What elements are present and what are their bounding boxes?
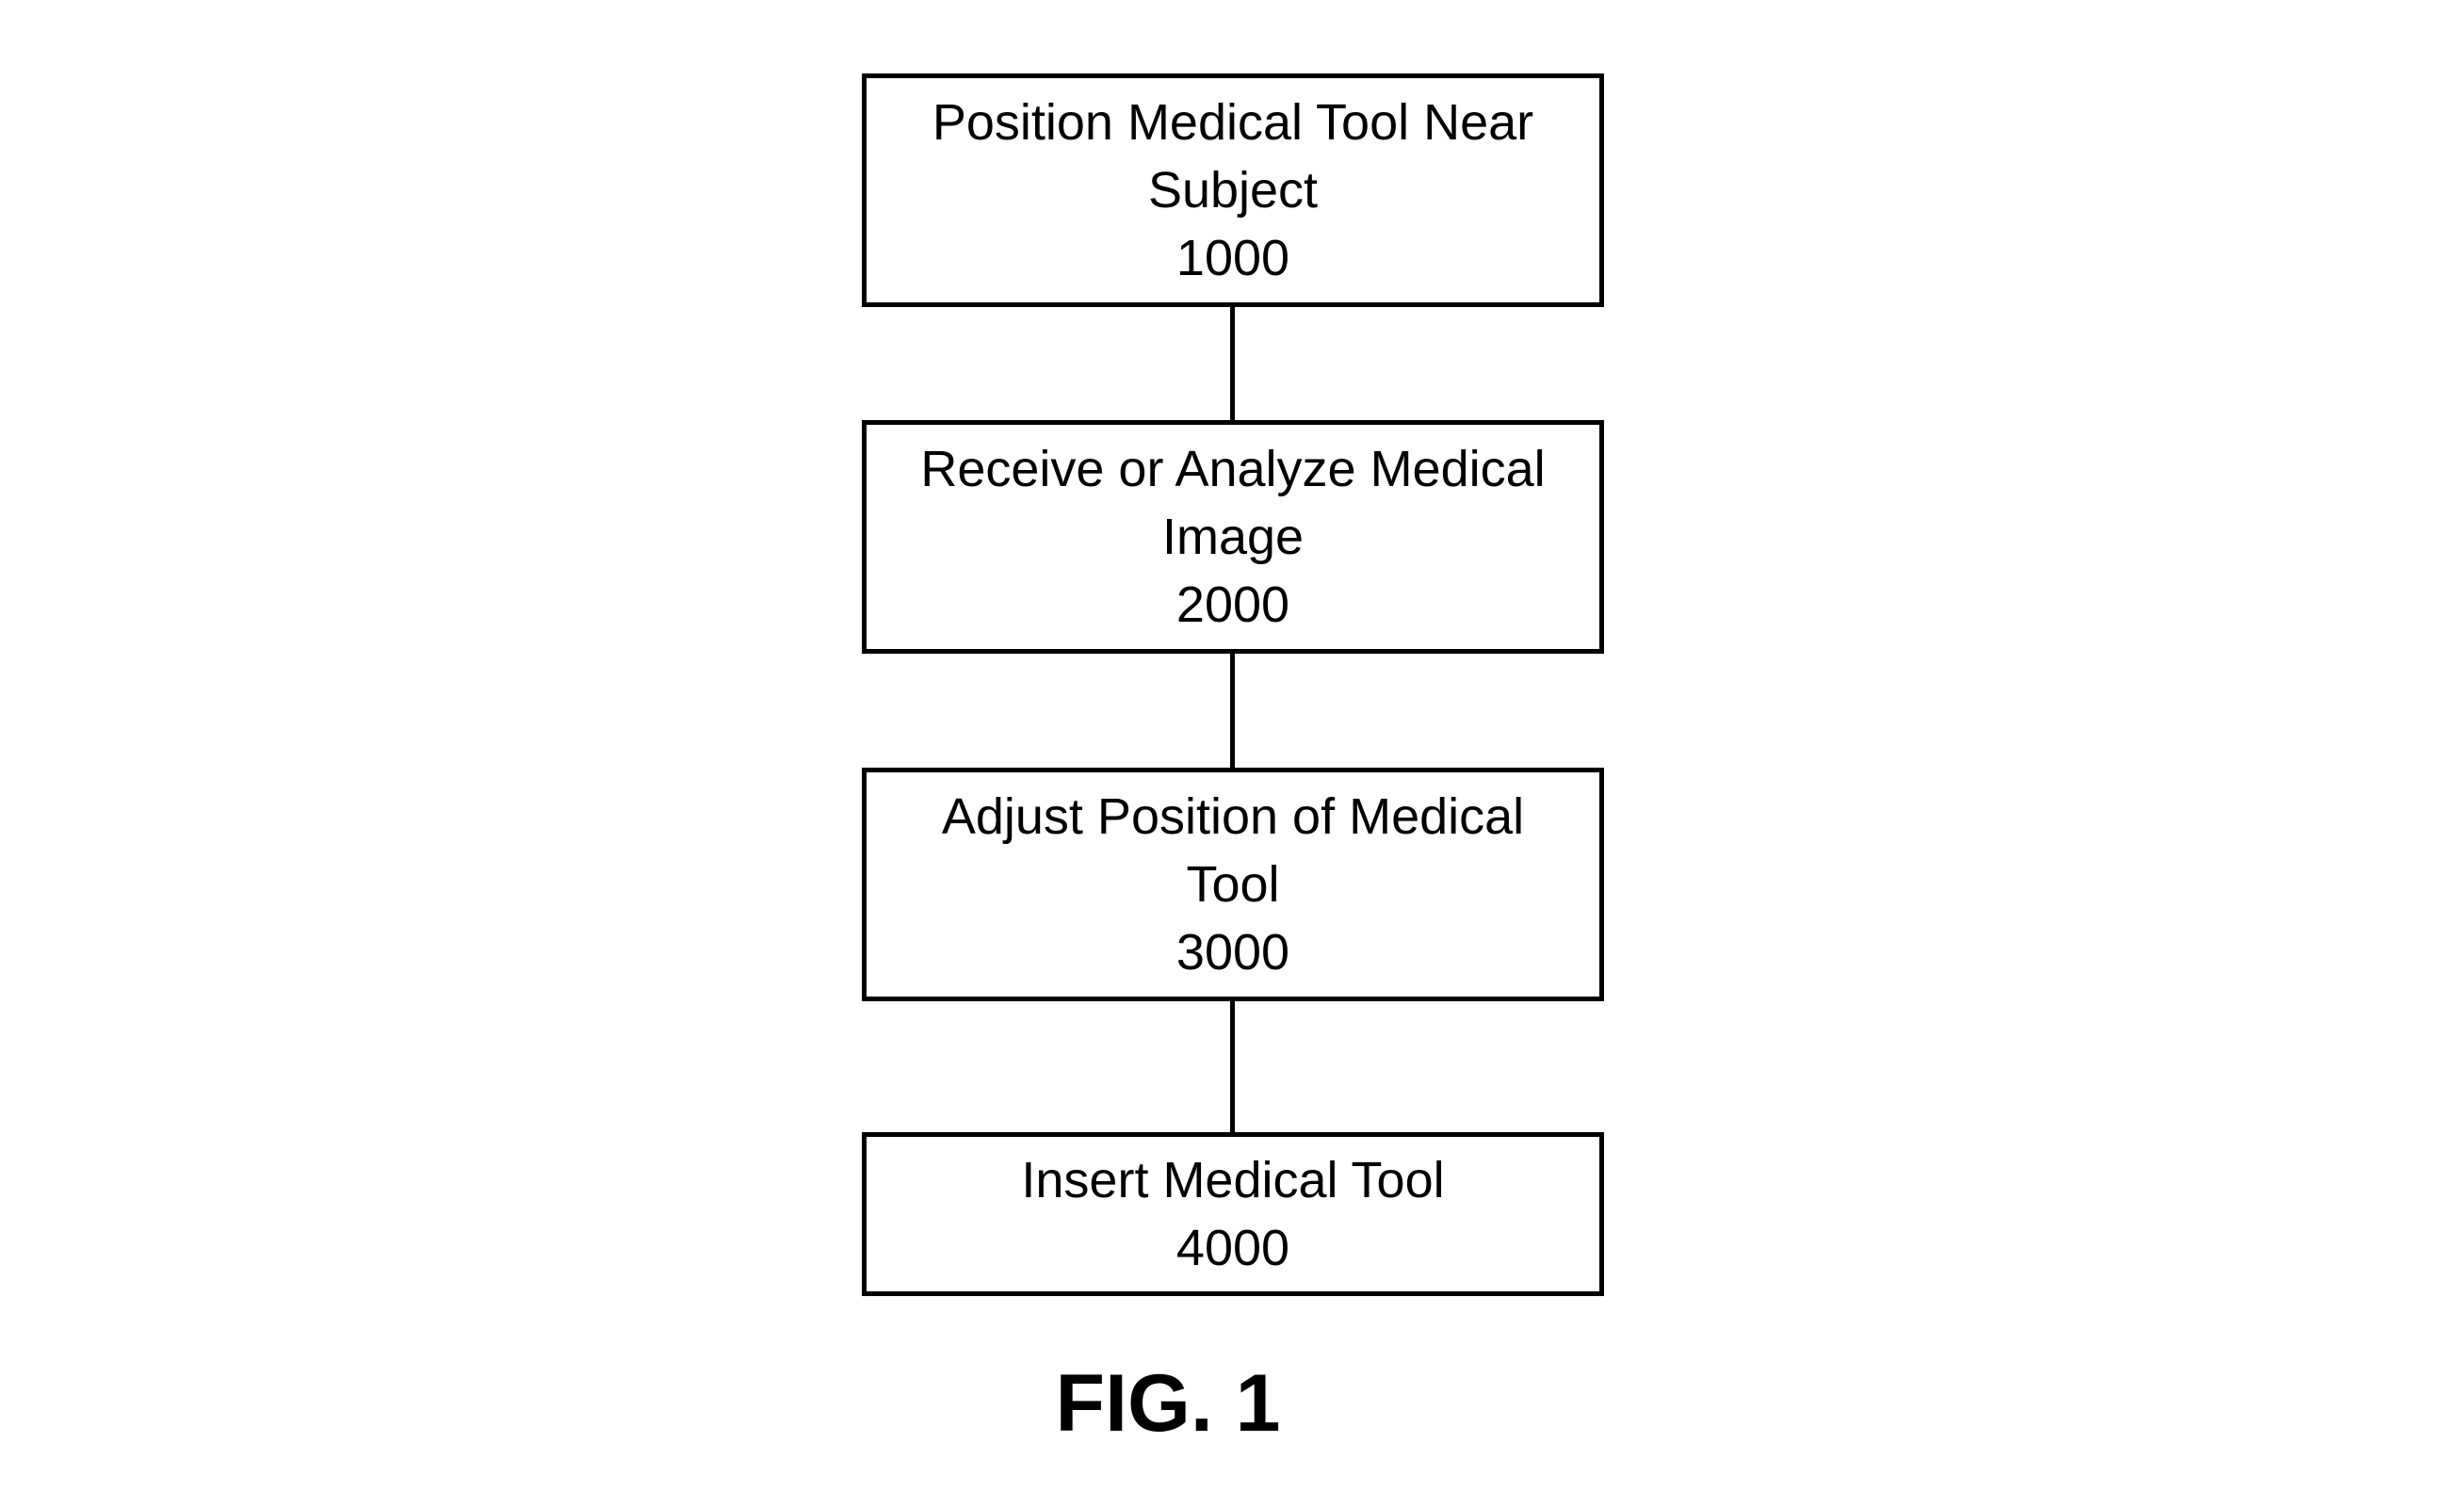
step-label: Adjust Position of Medical Tool: [941, 788, 1525, 913]
flowchart-step-analyze-image: Receive or Analyze Medical Image 2000: [862, 420, 1604, 654]
flowchart-step-insert-tool: Insert Medical Tool 4000: [862, 1132, 1604, 1296]
step-reference-number: 4000: [1175, 1220, 1290, 1276]
flowchart-step-adjust-position: Adjust Position of Medical Tool 3000: [862, 768, 1604, 1001]
figure-caption: FIG. 1: [1055, 1358, 1281, 1449]
flowchart-step-position-tool: Position Medical Tool Near Subject 1000: [862, 73, 1604, 307]
step-reference-number: 3000: [1175, 924, 1290, 981]
step-reference-number: 1000: [1175, 230, 1290, 286]
step-reference-number: 2000: [1175, 576, 1290, 633]
connector-line: [1230, 1001, 1235, 1132]
step-label: Position Medical Tool Near Subject: [932, 94, 1534, 219]
connector-line: [1230, 654, 1235, 768]
step-label: Insert Medical Tool: [1021, 1152, 1445, 1208]
connector-line: [1230, 307, 1235, 420]
step-label: Receive or Analyze Medical Image: [920, 441, 1546, 565]
